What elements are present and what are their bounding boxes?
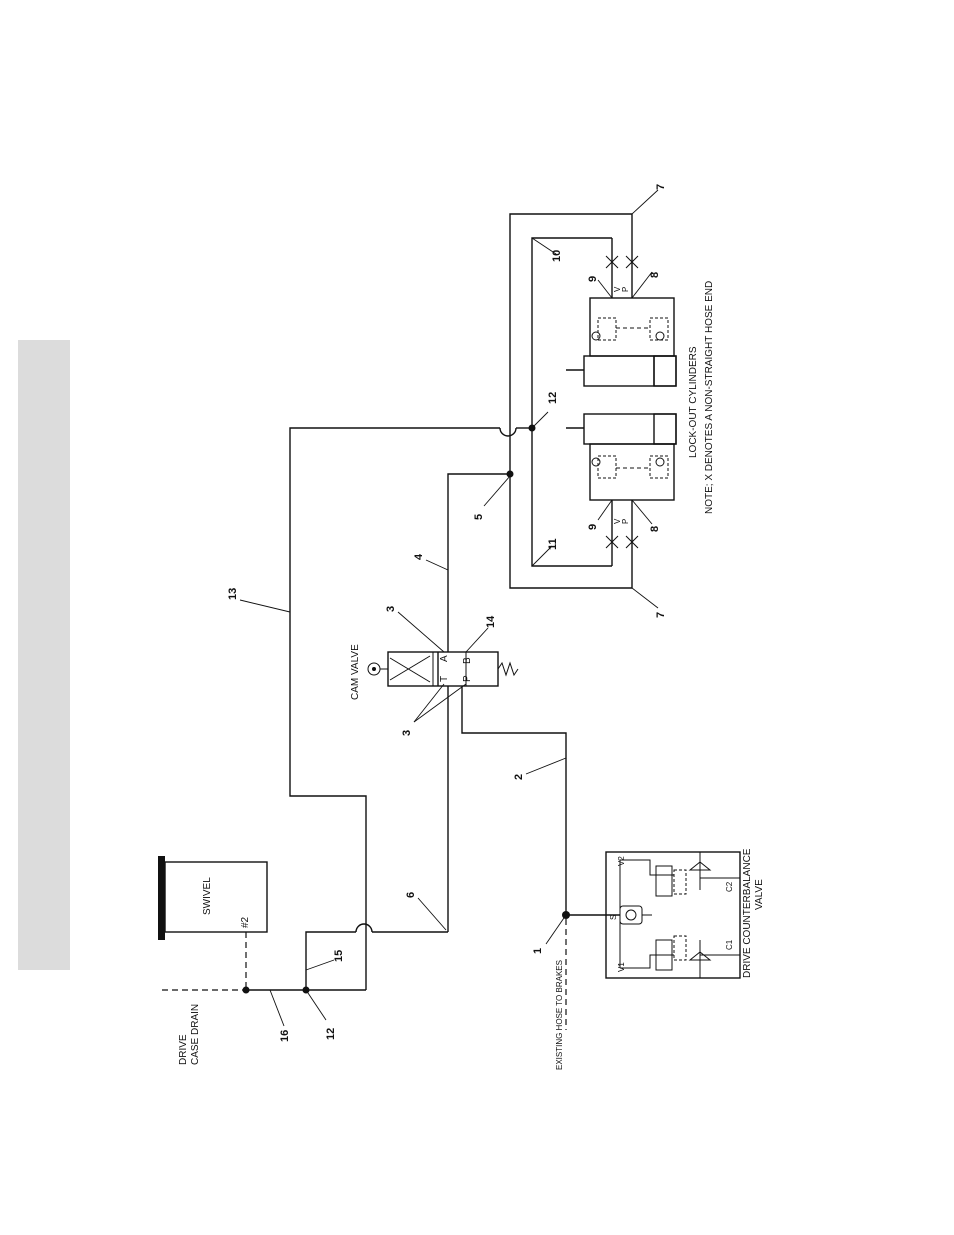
callouts: 1 2 3 3 4 5 6 7 7 8 8 9 9 10 11 12 12 xyxy=(227,184,667,1042)
cbv-port-C1: C1 xyxy=(725,939,734,950)
callout-4: 4 xyxy=(413,553,425,560)
lockout-cylinder-lower xyxy=(566,414,676,444)
swivel: SWIVEL #2 xyxy=(158,856,267,940)
drive-case-drain-label-1: DRIVE xyxy=(178,1034,189,1065)
lockout-cylinder-upper xyxy=(566,356,676,386)
callout-12-right: 12 xyxy=(547,392,559,404)
cbv-port-C2: C2 xyxy=(725,881,734,892)
cyl-port-P-bottom: P xyxy=(621,519,630,524)
callout-9-bottom: 9 xyxy=(587,524,599,530)
callout-16: 16 xyxy=(279,1030,291,1042)
callout-1: 1 xyxy=(532,948,544,954)
lockout-valve-upper xyxy=(590,298,674,356)
cyl-port-P-top: P xyxy=(621,287,630,292)
cbv-port-V1: V1 xyxy=(617,962,626,972)
callout-14: 14 xyxy=(485,615,497,628)
callout-10: 10 xyxy=(551,250,563,262)
cbv-label-2: VALVE xyxy=(754,879,765,910)
drive-case-drain-label-2: CASE DRAIN xyxy=(190,1004,201,1065)
callout-9-top: 9 xyxy=(587,276,599,282)
cbv-port-V2: V2 xyxy=(617,856,626,866)
callout-8-bottom: 8 xyxy=(649,526,661,532)
callout-12-left: 12 xyxy=(325,1028,337,1040)
cam-port-B: B xyxy=(462,657,473,664)
callout-8-top: 8 xyxy=(649,272,661,278)
callout-6: 6 xyxy=(405,892,417,898)
callout-3-a: 3 xyxy=(385,606,397,612)
drive-counterbalance-valve: S V1 V2 C1 C2 DRIVE COUNTERBALANCE VALVE xyxy=(562,848,765,978)
lockout-label: LOCK-OUT CYLINDERS xyxy=(688,346,699,458)
callout-2: 2 xyxy=(513,774,525,780)
cam-port-T: T xyxy=(439,676,450,682)
callout-15: 15 xyxy=(333,950,345,962)
cam-valve: T A P B CAM VALVE xyxy=(350,644,518,700)
existing-hose-label: EXISTING HOSE TO BRAKES xyxy=(555,960,564,1070)
callout-5: 5 xyxy=(473,514,485,520)
callout-11: 11 xyxy=(547,538,559,550)
cam-port-P: P xyxy=(462,675,473,682)
hose-end-marks xyxy=(606,256,638,548)
cbv-label-1: DRIVE COUNTERBALANCE xyxy=(742,848,753,978)
callout-7-bottom: 7 xyxy=(655,612,667,618)
lockout-valve-lower xyxy=(590,444,674,500)
note-label: NOTE; X DENOTES A NON-STRAIGHT HOSE END xyxy=(704,281,715,514)
cam-port-A: A xyxy=(439,655,450,662)
callout-13: 13 xyxy=(227,588,239,600)
swivel-port-label: #2 xyxy=(240,916,251,928)
cbv-port-S: S xyxy=(609,915,618,920)
callout-3-b: 3 xyxy=(401,730,413,736)
callout-7-top: 7 xyxy=(655,184,667,190)
cam-valve-label: CAM VALVE xyxy=(350,644,361,700)
swivel-label: SWIVEL xyxy=(202,877,213,915)
